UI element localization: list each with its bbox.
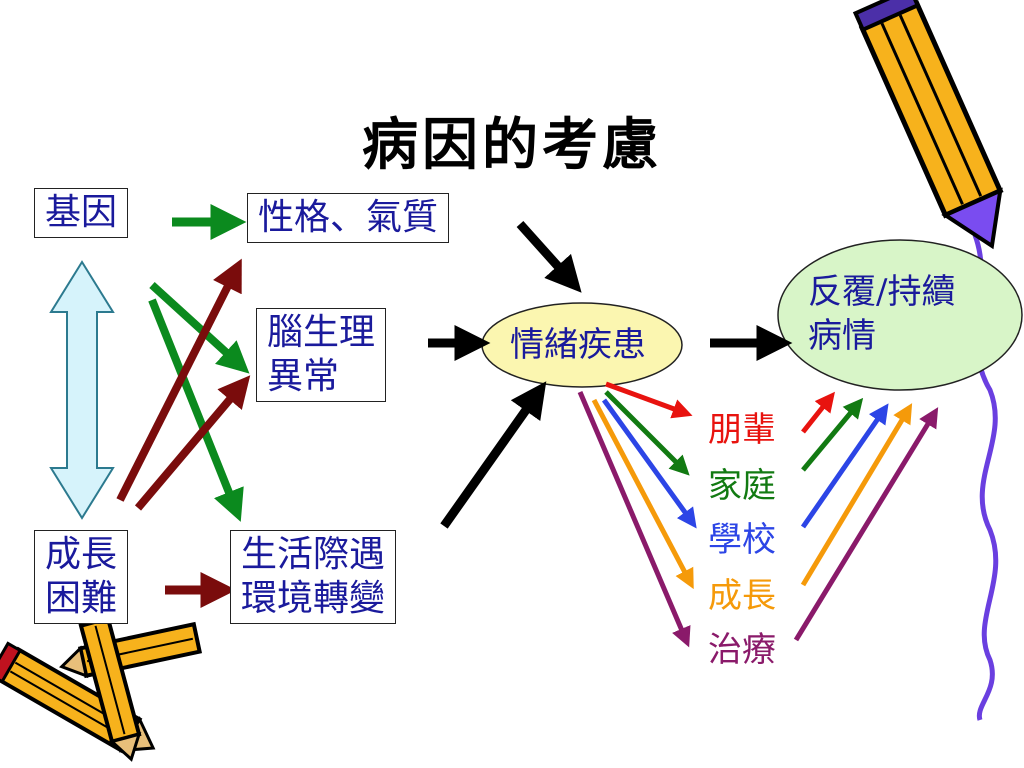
arrow-life-to-emotion [440,381,547,529]
factor-school: 學校 [708,520,776,560]
pencil-clipart-bottom-3 [76,604,142,762]
arrow-peers-to-outcome [801,391,835,434]
growth-box: 成長 困難 [34,530,129,624]
outcome-oval [777,239,1023,391]
factor-growth: 成長 [708,576,776,616]
pencil-clipart-top [852,0,1004,250]
factor-peers: 朋輩 [708,410,776,450]
outcome-label-line2: 病情 [808,316,876,356]
arrow-growth-to-outcome [800,403,913,587]
brain-label-line1: 腦生理 [267,312,376,353]
brain-box: 腦生理 異常 [256,308,387,402]
temperament-box: 性格、氣質 [247,193,450,243]
double-arrow [49,260,115,520]
page-title: 病因的考慮 [362,112,662,178]
growth-label-line1: 成長 [45,534,118,575]
arrow-temperament-to-emotion [516,220,582,293]
arrow-growth-to-brain [134,375,251,511]
arrow-emotion-to-treatment [577,391,691,648]
gene-box: 基因 [34,188,129,238]
arrow-emotion-to-school [601,398,697,529]
life-box: 生活際遇 環境轉變 [230,530,397,624]
pencil-clipart-bottom-2 [59,621,203,679]
emotion-label: 情緒疾患 [510,325,646,365]
outcome-label: 反覆/持續 病情 [808,270,955,358]
arrow-growth-to-temperament [116,258,242,502]
factor-treatment: 治療 [708,630,776,670]
life-label-line2: 環境轉變 [241,578,386,619]
arrow-treatment-to-outcome [793,407,939,642]
arrow-family-to-outcome [801,397,864,472]
brain-label-line2: 異常 [267,356,340,397]
arrow-gene-to-life [148,298,244,522]
gene-label: 基因 [45,192,118,233]
arrow-gene-to-brain [149,282,250,374]
growth-label-line2: 困難 [45,578,118,619]
temperament-label: 性格、氣質 [258,197,439,238]
outcome-label-line1: 反覆/持續 [808,272,956,312]
arrow-emotion-to-family [604,390,690,476]
arrow-emotion-to-growth [591,398,694,590]
life-label-line1: 生活際遇 [241,534,386,575]
arrow-emotion-to-peers [605,381,693,419]
factor-family: 家庭 [708,466,776,506]
arrow-school-to-outcome [800,403,889,529]
